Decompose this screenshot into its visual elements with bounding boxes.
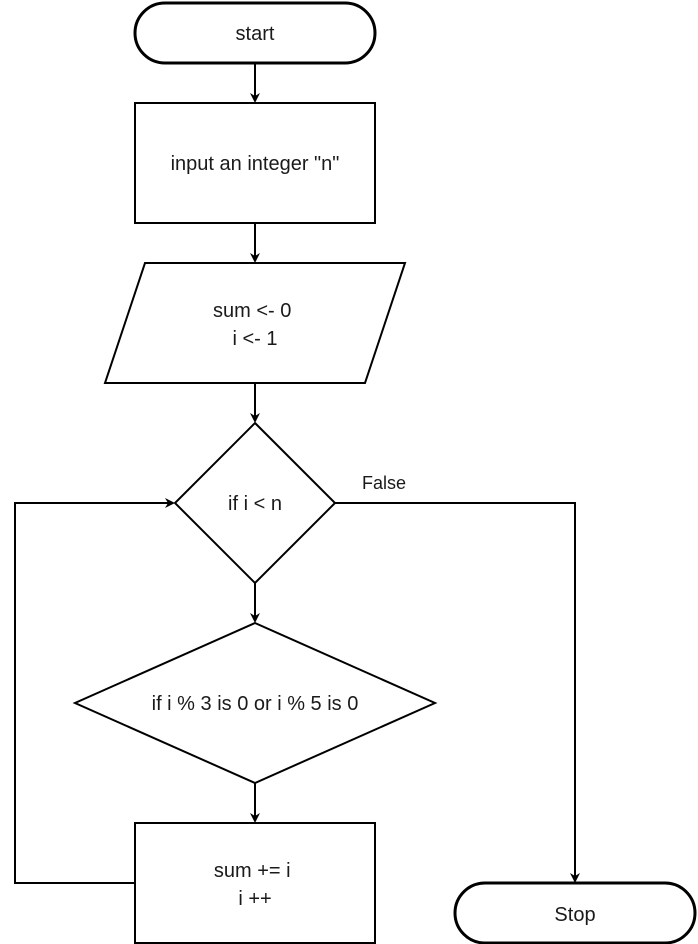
false-edge-label: False bbox=[362, 473, 406, 493]
svg-text:sum <- 0 i <- 1: sum <- 0 i <- 1 bbox=[213, 300, 297, 350]
init-data-box: sum <- 0 i <- 1 bbox=[103, 262, 407, 384]
svg-text:sum += i i ++: sum += i i ++ bbox=[214, 860, 296, 910]
edge-loop-back bbox=[14, 498, 175, 884]
start-label: start bbox=[236, 23, 275, 45]
edges: False bbox=[14, 63, 580, 884]
svg-text:Stop: Stop bbox=[554, 904, 595, 926]
input-process-box: input an integer "n" bbox=[134, 102, 376, 224]
update-line-2: i ++ bbox=[238, 888, 271, 910]
update-line-1: sum += i bbox=[214, 860, 291, 882]
update-process-box: sum += i i ++ bbox=[134, 822, 376, 944]
svg-text:if i % 3 is 0 or i % 5 is 0: if i % 3 is 0 or i % 5 is 0 bbox=[152, 693, 359, 715]
stop-label: Stop bbox=[554, 904, 595, 926]
input-label: input an integer "n" bbox=[171, 153, 340, 175]
init-line-2: i <- 1 bbox=[232, 328, 277, 350]
divisible-check-label: if i % 3 is 0 or i % 5 is 0 bbox=[152, 693, 359, 715]
loop-condition-label: if i < n bbox=[228, 493, 282, 515]
edge-false-to-stop bbox=[335, 502, 580, 883]
loop-condition-decision: if i < n bbox=[173, 421, 337, 585]
stop-terminal: Stop bbox=[453, 881, 697, 944]
divisible-check-decision: if i % 3 is 0 or i % 5 is 0 bbox=[72, 621, 438, 785]
svg-text:if i < n: if i < n bbox=[228, 493, 282, 515]
svg-text:input an integer "n": input an integer "n" bbox=[171, 153, 340, 175]
init-line-1: sum <- 0 bbox=[213, 300, 291, 322]
start-terminal: start bbox=[133, 1, 377, 65]
svg-text:start: start bbox=[236, 23, 275, 45]
